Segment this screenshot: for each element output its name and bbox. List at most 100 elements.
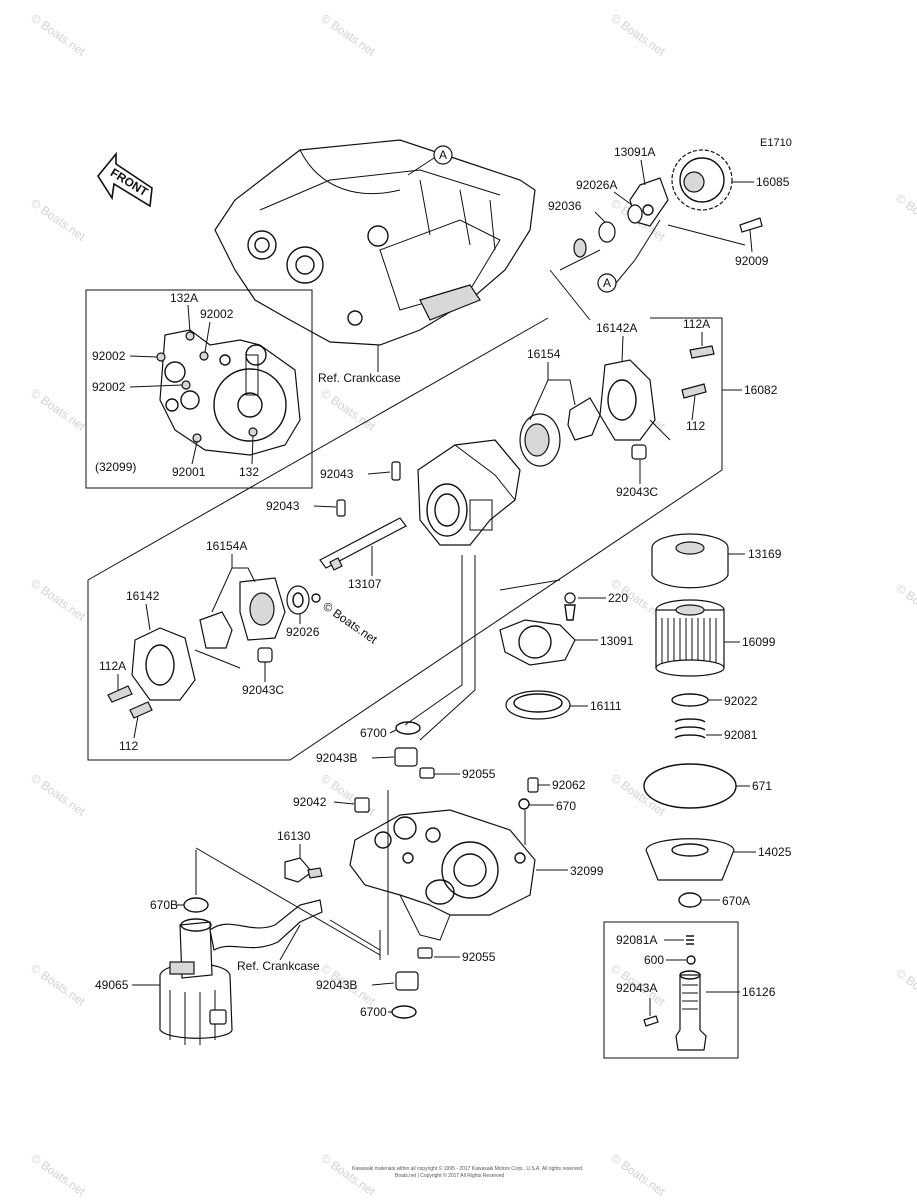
part-label-13169: 13169 [748,547,782,561]
shaft-drawing [319,461,407,571]
watermark: © Boats.net [608,771,668,819]
lower-pump-cover-drawing [107,627,273,719]
part-label-92022: 92022 [724,694,758,708]
part-label-92043c: 92043C [242,683,284,697]
watermark: © Boats.net [28,196,88,244]
ref-marker-label: A [439,148,447,162]
watermark: © Boats.net [318,386,378,434]
alignment-line [499,579,561,591]
part-label-6700: 6700 [360,1005,387,1019]
watermark: © Boats.net [28,386,88,434]
part-label-92043c: 92043C [616,485,658,499]
part-label-92036: 92036 [548,199,582,213]
footer-copyright: Kawasaki materials within all copyright … [352,1165,583,1172]
ref-crankcase-label: Ref. Crankcase [318,371,401,385]
part-label-16099: 16099 [742,635,776,649]
pump-housing-drawing [417,439,521,546]
part-label-16142: 16142 [126,589,160,603]
part-label-13091a: 13091A [614,145,655,159]
part-label-92043b: 92043B [316,751,357,765]
crankcase-drawing [214,139,536,346]
part-label-16111: 16111 [590,699,622,713]
filter-cover-drawing [499,592,576,720]
part-label-16154a: 16154A [206,539,247,553]
watermark: © Boats.net [893,966,917,1014]
alignment-line [419,555,476,741]
part-label-92042: 92042 [293,795,327,809]
part-label-16142a: 16142A [596,321,637,335]
footer-copyright-secondary: Boats.net | Copyright © 2017 All Rights … [395,1172,504,1179]
part-label-92043a: 92043A [616,981,657,995]
pump-exploded-frame [87,317,723,761]
part-label-670b: 670B [150,898,178,912]
part-label-670a: 670A [722,894,750,908]
part-label-13107: 13107 [348,577,382,591]
watermark: © Boats.net [28,961,88,1009]
relief-valve-drawing [643,935,707,1051]
part-label-92043b: 92043B [316,978,357,992]
part-label-92002: 92002 [92,349,126,363]
part-label-14025: 14025 [758,845,792,859]
inner-rotor-drawing [199,577,321,649]
part-label-92081a: 92081A [616,933,657,947]
watermark: © Boats.net [28,11,88,59]
part-label-220: 220 [608,591,628,605]
part-label-670: 670 [556,799,576,813]
part-label-92026: 92026 [286,625,320,639]
part-label-112: 112 [119,739,138,753]
part-label-32099: 32099 [570,864,604,878]
part-label-16085: 16085 [756,175,790,189]
top-pump-cover-drawing [599,345,715,460]
watermark: © Boats.net [608,11,668,59]
outer-rotor-drawing [519,397,601,467]
cover-drawing [156,329,301,456]
watermark: © Boats.net [28,1151,88,1199]
ref-marker-label: A [603,276,611,290]
part-label-112: 112 [686,419,705,433]
oil-strainer-drawing [159,897,323,1045]
relief-valve-box [603,921,739,1059]
part-label-92055: 92055 [462,950,496,964]
part-label-112a: 112A [99,659,126,673]
part-label-16154: 16154 [527,347,561,361]
watermark: © Boats.net [608,1151,668,1199]
part-label-16130: 16130 [277,829,311,843]
gear-assembly-drawing [573,149,763,258]
watermark: © Boats.net [893,581,917,629]
part-label-32099-ref: (32099) [95,460,136,474]
part-label-92026a: 92026A [576,178,617,192]
part-label-92002: 92002 [92,380,126,394]
oil-filter-drawing [643,533,737,908]
part-label-92081: 92081 [724,728,758,742]
watermark: © Boats.net [318,1151,378,1199]
part-label-92043: 92043 [266,499,300,513]
part-label-49065: 49065 [95,978,129,992]
part-label-13091: 13091 [600,634,634,648]
oil-pan-drawing [284,721,539,1019]
part-label-112a: 112A [683,317,710,331]
ref-marker-icon [433,145,453,165]
part-label-600: 600 [644,953,664,967]
part-label-92062: 92062 [552,778,586,792]
part-label-92043: 92043 [320,467,354,481]
cover-detail-box [85,289,313,489]
part-label-92002: 92002 [200,307,234,321]
front-arrow-icon: FRONT [97,151,153,208]
part-label-6700: 6700 [360,726,387,740]
part-label-16082: 16082 [744,383,778,397]
part-label-132a: 132A [170,291,198,305]
part-label-671: 671 [752,779,772,793]
watermark: © Boats.net [318,11,378,59]
watermark: © Boats.net [28,771,88,819]
part-label-92055: 92055 [462,767,496,781]
watermark: © Boats.net [893,191,917,239]
inline-watermark: © Boats.net [320,599,380,647]
part-label-132: 132 [239,465,259,479]
watermark: © Boats.net [318,771,378,819]
alignment-line [404,555,463,726]
part-label-92009: 92009 [735,254,769,268]
part-label-92001: 92001 [172,465,206,479]
diagram-code: E1710 [760,137,792,149]
ref-crankcase-label: Ref. Crankcase [237,959,320,973]
